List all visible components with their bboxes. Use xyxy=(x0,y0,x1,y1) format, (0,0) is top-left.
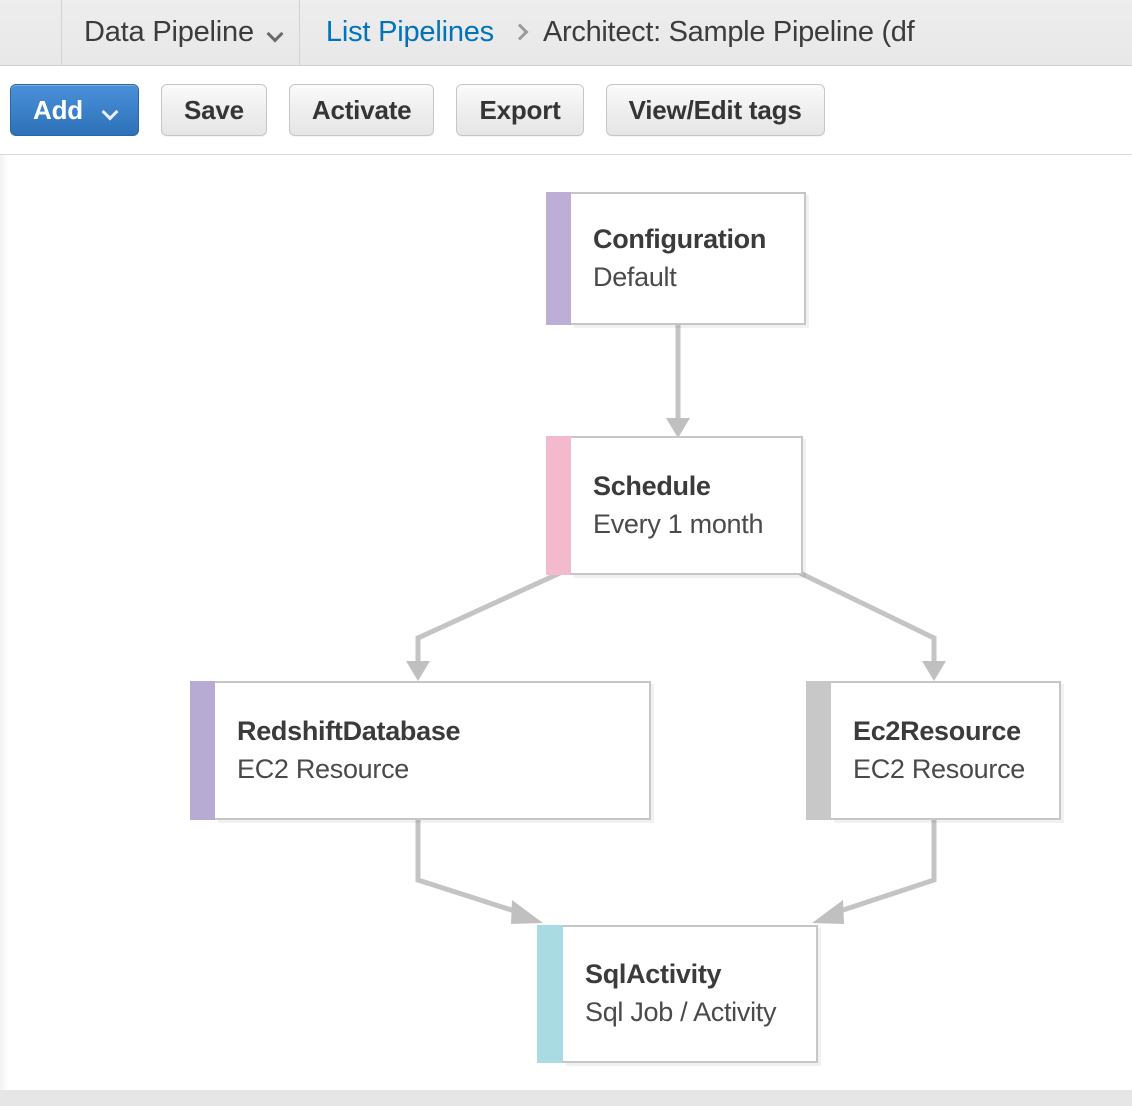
node-accent-configuration xyxy=(546,192,571,325)
node-accent-redshiftdatabase xyxy=(190,681,215,820)
service-menu-label: Data Pipeline xyxy=(84,16,254,48)
node-subtitle-ec2resource: EC2 Resource xyxy=(853,753,1025,784)
save-button[interactable]: Save xyxy=(160,84,267,136)
edge-schedule-redshiftdatabase xyxy=(415,570,562,665)
bottom-scrollbar-strip[interactable] xyxy=(0,1090,1132,1106)
breadcrumb-bar: Data Pipeline List Pipelines Architect: … xyxy=(0,0,1132,66)
node-title-schedule: Schedule xyxy=(593,470,711,501)
node-subtitle-schedule: Every 1 month xyxy=(593,508,764,539)
add-button-label: Add xyxy=(33,94,83,125)
node-body-ec2resource: Ec2Resource EC2 Resource xyxy=(831,681,1061,820)
breadcrumb-left-spacer xyxy=(0,0,62,65)
view-edit-tags-button[interactable]: View/Edit tags xyxy=(605,84,825,136)
canvas-left-edge xyxy=(0,155,9,1090)
toolbar: Add Save Activate Export View/Edit tags xyxy=(0,66,1132,155)
node-configuration[interactable]: Configuration Default xyxy=(546,192,806,325)
node-title-configuration: Configuration xyxy=(593,223,767,254)
arrowhead-sqlactivity-right xyxy=(812,900,844,924)
node-title-redshiftdatabase: RedshiftDatabase xyxy=(237,715,461,746)
node-title-sqlactivity: SqlActivity xyxy=(585,959,722,990)
edge-redshiftdatabase-sqlactivity xyxy=(415,820,528,918)
node-title-ec2resource: Ec2Resource xyxy=(853,715,1021,746)
node-body-schedule: Schedule Every 1 month xyxy=(571,436,803,575)
arrowhead-redshiftdatabase xyxy=(406,661,430,681)
chevron-right-icon xyxy=(514,26,525,37)
add-button[interactable]: Add xyxy=(10,84,139,136)
arrowhead-ec2resource xyxy=(922,661,946,681)
node-accent-sqlactivity xyxy=(537,925,563,1063)
connector-layer xyxy=(406,325,946,924)
edge-schedule-ec2resource xyxy=(798,570,937,665)
node-accent-ec2resource xyxy=(806,681,831,820)
edge-ec2resource-sqlactivity xyxy=(827,820,937,918)
node-subtitle-sqlactivity: Sql Job / Activity xyxy=(585,997,777,1027)
arrowhead-sqlactivity-left xyxy=(511,900,543,924)
node-sqlactivity[interactable]: SqlActivity Sql Job / Activity xyxy=(537,925,818,1063)
node-body-configuration: Configuration Default xyxy=(571,192,806,325)
node-subtitle-configuration: Default xyxy=(593,261,677,292)
breadcrumb-link-list-pipelines[interactable]: List Pipelines xyxy=(325,16,494,48)
node-body-sqlactivity: SqlActivity Sql Job / Activity xyxy=(563,925,818,1063)
chevron-down-icon xyxy=(268,28,283,37)
node-accent-schedule xyxy=(546,436,571,575)
breadcrumb-current-page: Architect: Sample Pipeline (df xyxy=(542,16,915,48)
export-button[interactable]: Export xyxy=(456,84,584,136)
pipeline-canvas[interactable]: Configuration Default Schedule Every 1 m… xyxy=(0,155,1132,1090)
node-ec2resource[interactable]: Ec2Resource EC2 Resource xyxy=(806,681,1061,820)
node-subtitle-redshiftdatabase: EC2 Resource xyxy=(237,753,409,784)
node-redshiftdatabase[interactable]: RedshiftDatabase EC2 Resource xyxy=(190,681,651,820)
node-schedule[interactable]: Schedule Every 1 month xyxy=(546,436,803,575)
arrowhead-schedule xyxy=(666,418,690,438)
activate-button[interactable]: Activate xyxy=(288,84,435,136)
chevron-down-icon xyxy=(103,106,118,115)
service-menu-data-pipeline[interactable]: Data Pipeline xyxy=(62,0,300,65)
node-body-redshiftdatabase: RedshiftDatabase EC2 Resource xyxy=(215,681,651,820)
breadcrumb: List Pipelines Architect: Sample Pipelin… xyxy=(300,0,1132,65)
